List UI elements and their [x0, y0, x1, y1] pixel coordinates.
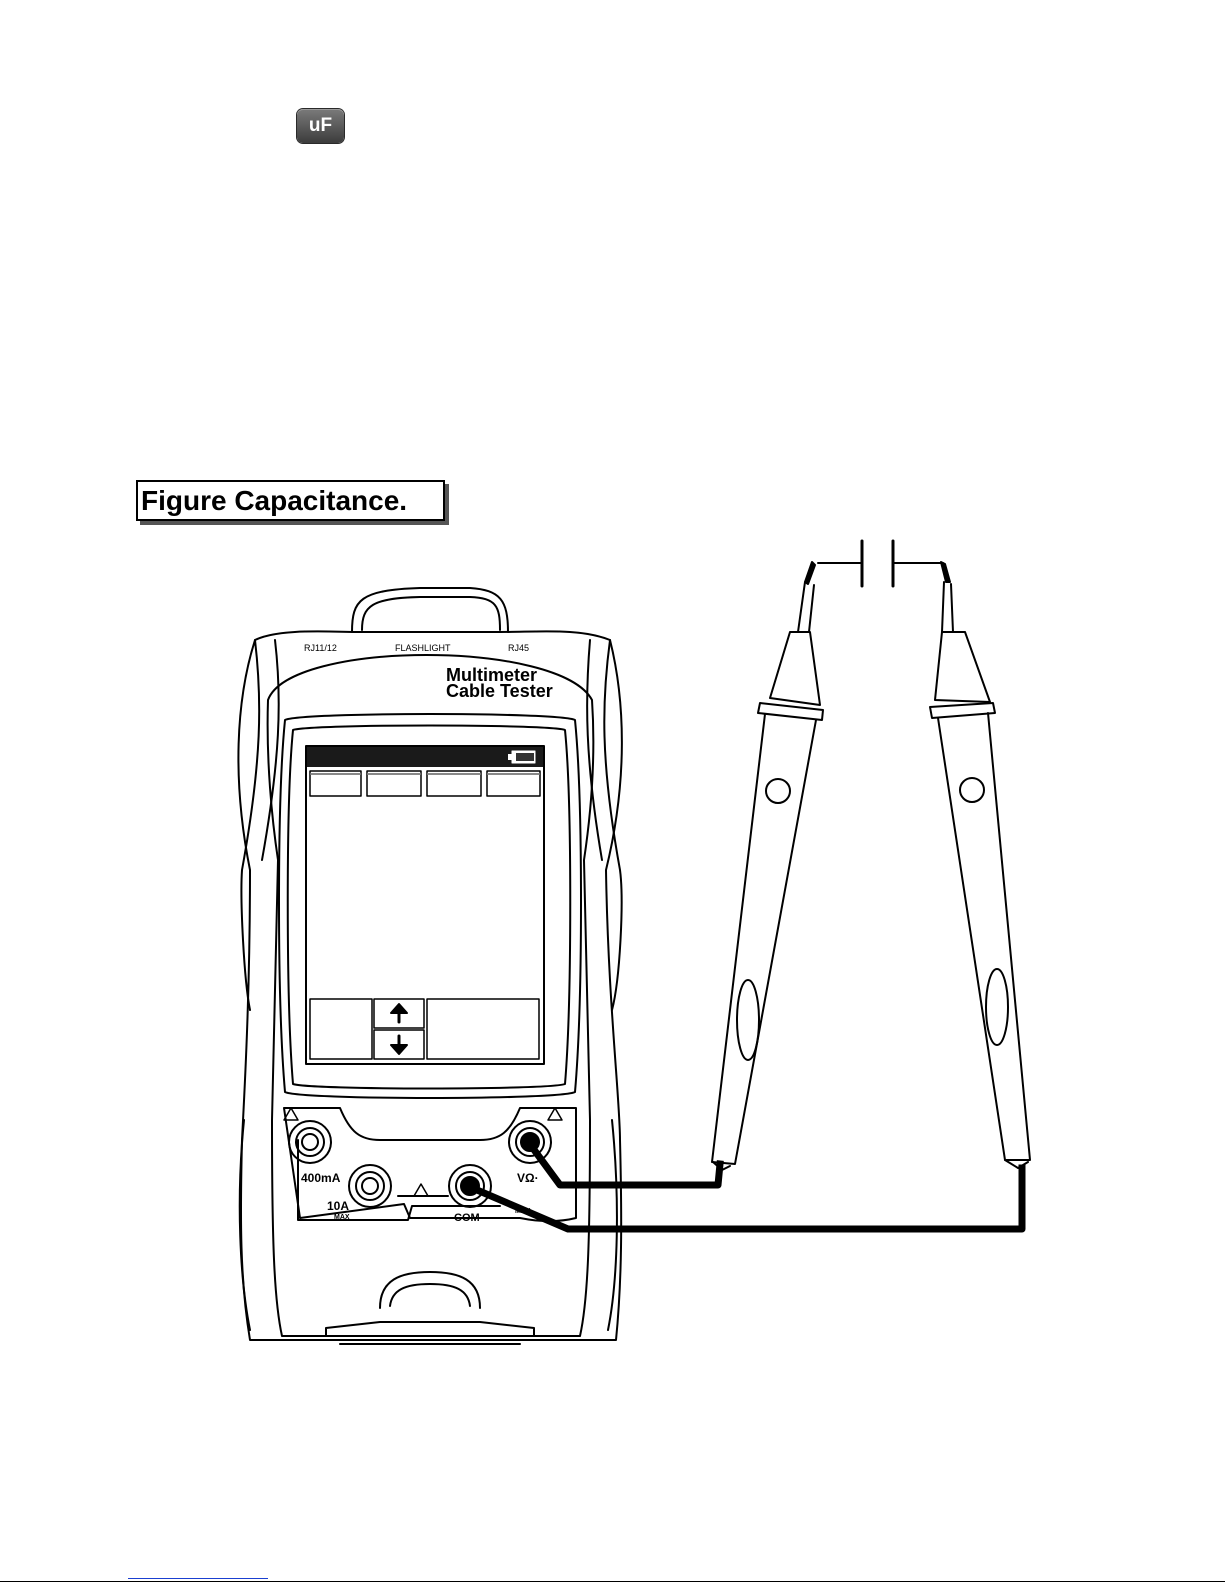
capacitor-symbol	[818, 541, 943, 586]
jack-label-400ma: 400mA	[301, 1171, 341, 1185]
jack-label-10a-max: MAX	[334, 1214, 350, 1221]
jack-label-v-ohm: VΩ·	[517, 1171, 539, 1185]
left-test-probe	[712, 562, 823, 1170]
right-test-probe	[930, 562, 1030, 1168]
port-label-rj45: RJ45	[508, 643, 529, 653]
jack-label-10a: 10A	[327, 1199, 349, 1213]
jack-label-v-max: MAX	[515, 1208, 531, 1215]
footer-link-underline	[128, 1578, 268, 1579]
brand-line-2: Cable Tester	[446, 681, 553, 701]
device-labels: RJ11/12 FLASHLIGHT RJ45 Multimeter Cable…	[301, 643, 553, 1224]
jack-label-com: COM	[454, 1212, 480, 1224]
port-label-rj11: RJ11/12	[304, 643, 337, 653]
port-label-flashlight: FLASHLIGHT	[395, 643, 451, 653]
footer-rule	[0, 1581, 1225, 1582]
test-leads	[470, 1147, 1022, 1229]
